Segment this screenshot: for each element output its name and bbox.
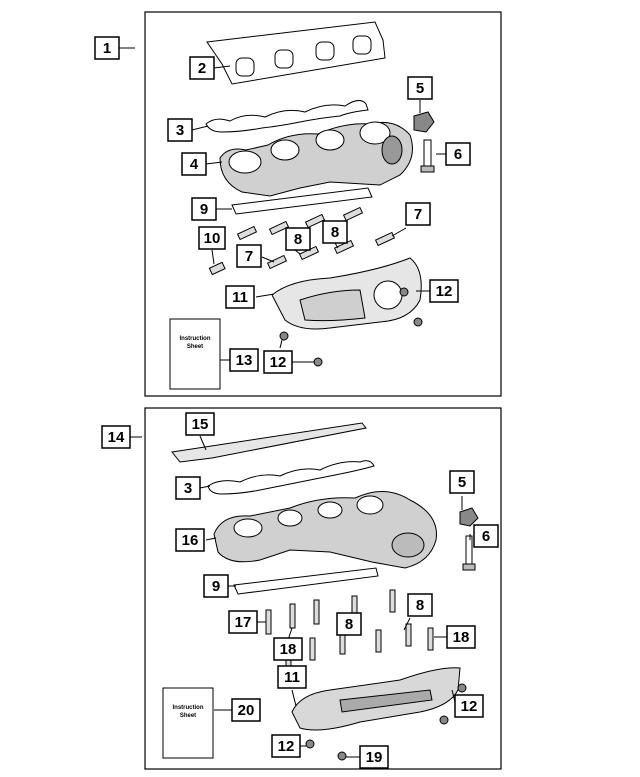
oxygen-sensor-clip-upper <box>413 111 435 133</box>
svg-text:7: 7 <box>245 248 253 265</box>
svg-text:11: 11 <box>232 289 248 306</box>
spacer-strip-lower <box>233 567 379 595</box>
svg-text:18: 18 <box>453 629 470 646</box>
callout-14: 14 <box>101 425 131 449</box>
lower-group-frame <box>144 407 502 770</box>
callout-16: 16 <box>175 528 205 552</box>
svg-text:8: 8 <box>331 224 339 241</box>
manifold-gasket-strip-lower <box>207 460 375 495</box>
studs-bolts-lower <box>265 589 434 667</box>
callout-9-lower: 9 <box>203 574 229 598</box>
svg-text:19: 19 <box>366 749 383 766</box>
nut-lower-d <box>337 751 347 761</box>
callout-11-upper: 11 <box>225 285 255 309</box>
nut-upper-c <box>313 357 323 367</box>
long-bolt-upper <box>420 139 435 173</box>
svg-text:11: 11 <box>284 669 300 686</box>
callout-19: 19 <box>359 745 389 769</box>
svg-text:3: 3 <box>184 480 192 497</box>
svg-text:9: 9 <box>212 578 220 595</box>
svg-text:8: 8 <box>294 231 302 248</box>
heat-shield-upper <box>271 257 422 330</box>
callout-18-left: 18 <box>273 637 303 661</box>
callout-7-left: 7 <box>236 244 262 268</box>
svg-text:6: 6 <box>482 528 490 545</box>
upper-group-frame <box>144 11 502 397</box>
callout-3-upper: 3 <box>167 118 193 142</box>
callout-12-lower-bottom: 12 <box>271 734 301 758</box>
callout-8-lower-right: 8 <box>407 593 433 617</box>
svg-text:17: 17 <box>235 614 252 631</box>
nut-upper-b <box>279 331 289 341</box>
sheet1-line2: Sheet <box>187 344 203 350</box>
nut-upper-d <box>413 317 423 327</box>
callout-11-lower: 11 <box>277 665 307 689</box>
callout-7-right: 7 <box>405 202 431 226</box>
svg-text:9: 9 <box>200 201 208 218</box>
callout-2: 2 <box>189 56 215 80</box>
callout-12-lower-right: 12 <box>454 694 484 718</box>
callout-15: 15 <box>185 412 215 436</box>
svg-text:18: 18 <box>280 641 297 658</box>
callout-12-upper-right: 12 <box>429 279 459 303</box>
svg-text:12: 12 <box>270 354 287 371</box>
svg-text:6: 6 <box>454 146 462 163</box>
manifold-gasket-strip <box>205 100 369 133</box>
svg-text:2: 2 <box>198 60 206 77</box>
svg-text:10: 10 <box>204 230 221 247</box>
callout-8-left: 8 <box>285 227 311 251</box>
svg-text:1: 1 <box>103 40 111 57</box>
callout-9-upper: 9 <box>191 197 217 221</box>
svg-text:20: 20 <box>238 702 255 719</box>
exhaust-gasket-plate <box>206 21 386 85</box>
callout-20: 20 <box>231 698 261 722</box>
svg-text:12: 12 <box>278 738 295 755</box>
nut-lower-c <box>305 739 315 749</box>
callout-1: 1 <box>94 36 120 60</box>
svg-text:14: 14 <box>108 429 125 446</box>
svg-text:3: 3 <box>176 122 184 139</box>
svg-text:15: 15 <box>192 416 209 433</box>
svg-text:16: 16 <box>182 532 199 549</box>
callout-4: 4 <box>181 152 207 176</box>
callout-13: 13 <box>229 348 259 372</box>
callouts: 1 2 3 4 5 6 9 7 8 8 10 7 11 12 13 12 14 … <box>94 36 499 769</box>
callout-17: 17 <box>228 610 258 634</box>
exhaust-manifold-lower <box>213 491 437 569</box>
heat-shield-lower <box>291 667 461 731</box>
svg-text:5: 5 <box>416 80 424 97</box>
svg-text:5: 5 <box>458 474 466 491</box>
sheet2-line1: Instruction <box>173 705 204 711</box>
svg-text:13: 13 <box>236 352 253 369</box>
svg-text:4: 4 <box>190 156 199 173</box>
callout-5-upper: 5 <box>407 76 433 100</box>
sheet1-line1: Instruction <box>180 336 211 342</box>
nut-lower-b <box>439 715 449 725</box>
svg-text:8: 8 <box>345 616 353 633</box>
callout-12-upper-bottom: 12 <box>263 350 293 374</box>
exhaust-manifold-upper <box>219 121 413 197</box>
top-shield-plate <box>171 422 367 463</box>
instruction-sheet-lower: Instruction Sheet <box>162 687 214 759</box>
svg-text:7: 7 <box>414 206 422 223</box>
callout-8-lower-left: 8 <box>336 612 362 636</box>
callout-8-right: 8 <box>322 220 348 244</box>
oxygen-sensor-clip-lower <box>459 507 479 527</box>
svg-text:12: 12 <box>461 698 478 715</box>
nut-lower-a <box>457 683 467 693</box>
instruction-sheet-upper: Instruction Sheet <box>169 318 221 390</box>
callout-10: 10 <box>198 226 226 250</box>
callout-6-lower: 6 <box>473 524 499 548</box>
nut-upper-a <box>399 287 409 297</box>
svg-text:8: 8 <box>416 597 424 614</box>
sheet2-line2: Sheet <box>180 713 196 719</box>
long-bolt-lower <box>462 535 476 571</box>
callout-18-right: 18 <box>446 625 476 649</box>
svg-text:12: 12 <box>436 283 453 300</box>
callout-6-upper: 6 <box>445 142 471 166</box>
callout-3-lower: 3 <box>175 476 201 500</box>
spacer-strip-upper <box>231 187 373 215</box>
callout-5-lower: 5 <box>449 470 475 494</box>
